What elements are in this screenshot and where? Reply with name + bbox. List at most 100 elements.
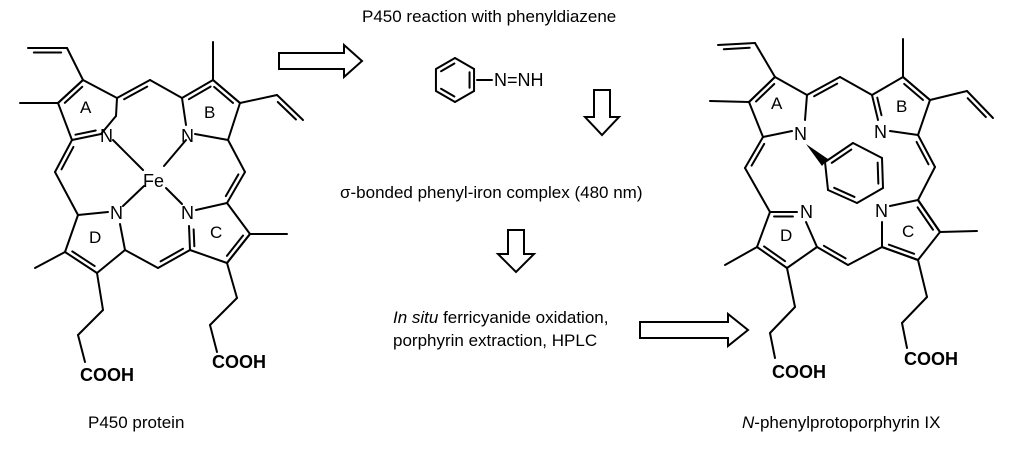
double-bond: [822, 244, 847, 260]
ring-label-d: D: [780, 226, 792, 245]
nitrogen-c: N: [875, 201, 888, 221]
bond: [929, 90, 968, 101]
intermediate-label: σ-bonded phenyl-iron complex (480 nm): [340, 183, 642, 202]
bond: [748, 101, 764, 138]
bond: [917, 166, 936, 201]
double-bond: [63, 85, 84, 104]
bond: [852, 142, 883, 159]
double-bond: [755, 82, 776, 103]
double-bond: [876, 161, 880, 185]
bond: [917, 134, 936, 168]
left-caption: P450 protein: [88, 413, 184, 432]
bond: [119, 223, 126, 251]
bond: [181, 79, 214, 99]
bond: [96, 249, 126, 274]
bond: [756, 211, 771, 248]
double-bond: [813, 82, 839, 98]
bond: [226, 262, 238, 299]
bond: [116, 79, 151, 99]
bond: [226, 171, 246, 204]
nitrogen-d: N: [800, 202, 813, 222]
double-bond: [159, 247, 184, 263]
bond: [966, 90, 994, 119]
reagent-diazene: N=NH: [494, 70, 544, 90]
fe-n-bond: [163, 139, 187, 167]
nitrogen-a: N: [100, 126, 113, 146]
bond: [786, 246, 818, 269]
bond: [149, 79, 183, 99]
bond: [901, 296, 928, 324]
bond: [762, 130, 793, 138]
double-bond: [966, 97, 987, 119]
bond: [226, 233, 251, 264]
bond: [871, 94, 879, 121]
bond: [824, 161, 829, 191]
bond: [181, 97, 187, 126]
ring-label-b: B: [896, 97, 907, 116]
acid-c: COOH: [904, 349, 958, 369]
bond: [64, 214, 79, 253]
bond: [124, 249, 159, 269]
bond: [917, 259, 928, 298]
double-bond: [915, 140, 930, 166]
bond: [195, 202, 228, 211]
bond: [917, 199, 941, 233]
bond: [804, 94, 808, 121]
right-caption: N-phenylprotoporphyrin IX: [742, 413, 940, 432]
arrow-layer: [278, 42, 750, 349]
bond: [902, 76, 931, 101]
bond: [54, 139, 73, 173]
bond: [454, 57, 476, 70]
bond: [82, 79, 118, 99]
bond: [769, 306, 796, 334]
bond: [754, 42, 776, 78]
bond: [774, 76, 808, 96]
bond: [724, 246, 758, 266]
bond: [871, 76, 904, 96]
right-arrow-icon: [639, 311, 750, 349]
double-bond: [187, 85, 212, 101]
bond: [100, 115, 117, 135]
workup-italic: In situ: [393, 308, 439, 327]
nitrogen-b: N: [181, 126, 194, 146]
ring-label-a: A: [771, 94, 783, 113]
double-bond: [722, 46, 751, 51]
double-bond: [60, 145, 75, 171]
double-bond: [763, 245, 787, 263]
double-bond: [887, 243, 916, 255]
bond: [805, 221, 818, 248]
double-bond: [213, 85, 235, 104]
bond: [71, 133, 102, 141]
bond: [856, 187, 884, 204]
bond: [77, 211, 109, 216]
workup-line1-rest: ferricyanide oxidation,: [438, 308, 608, 327]
bond: [434, 90, 456, 103]
bond: [824, 142, 854, 163]
bond: [34, 251, 66, 269]
bond: [847, 246, 883, 266]
bond: [917, 231, 941, 261]
bond: [239, 94, 278, 104]
iron-atom: Fe: [143, 171, 164, 191]
double-bond: [225, 234, 245, 257]
bond: [189, 249, 228, 264]
bond: [744, 136, 764, 169]
double-bond: [833, 186, 856, 198]
down-arrow-icon: [582, 89, 622, 137]
bond: [889, 199, 919, 207]
double-bond: [74, 129, 97, 136]
double-bond: [903, 82, 925, 101]
bond: [212, 79, 241, 104]
double-bond: [192, 228, 196, 248]
bond: [227, 139, 246, 173]
right-caption-italic: N: [742, 413, 755, 432]
ring-label-b: B: [204, 103, 215, 122]
bond: [96, 272, 104, 311]
nitrogen-a: N: [794, 124, 807, 144]
scheme-title: P450 reaction with phenyldiazene: [362, 7, 616, 26]
fe-n-bond: [112, 139, 144, 171]
bond: [709, 100, 750, 103]
bond-layer: [19, 38, 994, 363]
